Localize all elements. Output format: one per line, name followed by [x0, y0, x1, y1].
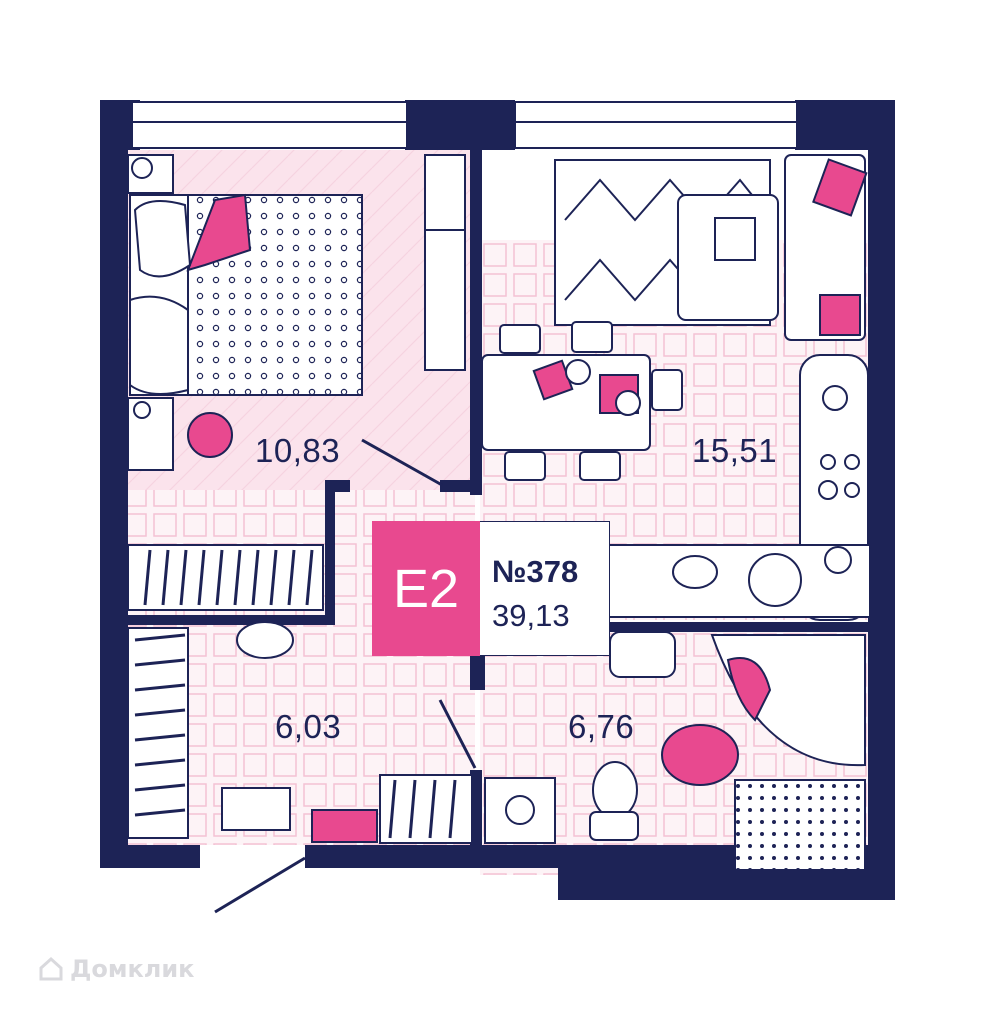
living-furniture — [481, 154, 871, 621]
wall-inner-vertical — [470, 150, 482, 495]
hall-hangers — [134, 633, 457, 839]
hallway-furniture — [127, 621, 473, 844]
bath-mat — [661, 724, 739, 786]
door-entrance — [214, 856, 306, 914]
apartment-total-area: 39,13 — [492, 598, 570, 633]
door-bathroom — [438, 699, 477, 769]
pouf — [187, 412, 233, 458]
window-bedroom — [131, 101, 408, 149]
apartment-type: E2 — [372, 521, 480, 656]
apartment-info: №378 39,13 — [480, 521, 610, 656]
doors — [214, 438, 477, 914]
door-bedroom — [361, 438, 443, 487]
hallway-area-label: 6,03 — [275, 708, 342, 745]
watermark: Домклик — [38, 955, 194, 983]
wall-top-mid — [405, 100, 515, 150]
windows — [131, 101, 798, 149]
apartment-number: №378 — [492, 554, 579, 589]
bathroom-fixtures — [484, 631, 866, 871]
window-living — [514, 101, 798, 149]
wall-bath-top — [470, 655, 485, 690]
apartment-badge: E2 №378 39,13 — [372, 521, 610, 656]
shoe-rack — [311, 809, 378, 843]
closet-hangers — [143, 549, 314, 606]
watermark-text: Домклик — [70, 955, 195, 983]
wardrobe-bedroom — [424, 154, 466, 371]
shower — [734, 779, 866, 871]
bedroom-furniture — [127, 154, 466, 611]
bedroom-area-label: 10,83 — [255, 432, 341, 469]
wall-stub-2 — [325, 480, 350, 492]
hall-mat — [221, 787, 291, 831]
laptop — [714, 217, 756, 261]
wall-right — [868, 100, 895, 900]
sink — [609, 631, 676, 678]
house-icon — [39, 956, 63, 981]
wall-left — [100, 100, 128, 868]
wall-bedroom-bottom — [125, 615, 335, 625]
bathroom-area-label: 6,76 — [568, 708, 635, 745]
wall-bottom-mid — [305, 845, 565, 868]
toilet — [592, 761, 638, 819]
walls — [100, 100, 895, 900]
living-kitchen-area-label: 15,51 — [692, 432, 778, 469]
wall-closet-right — [325, 485, 335, 625]
wall-bottom-left — [100, 845, 200, 868]
wall-bath-divider — [600, 622, 870, 632]
wall-bedroom-door-stub — [440, 480, 475, 492]
